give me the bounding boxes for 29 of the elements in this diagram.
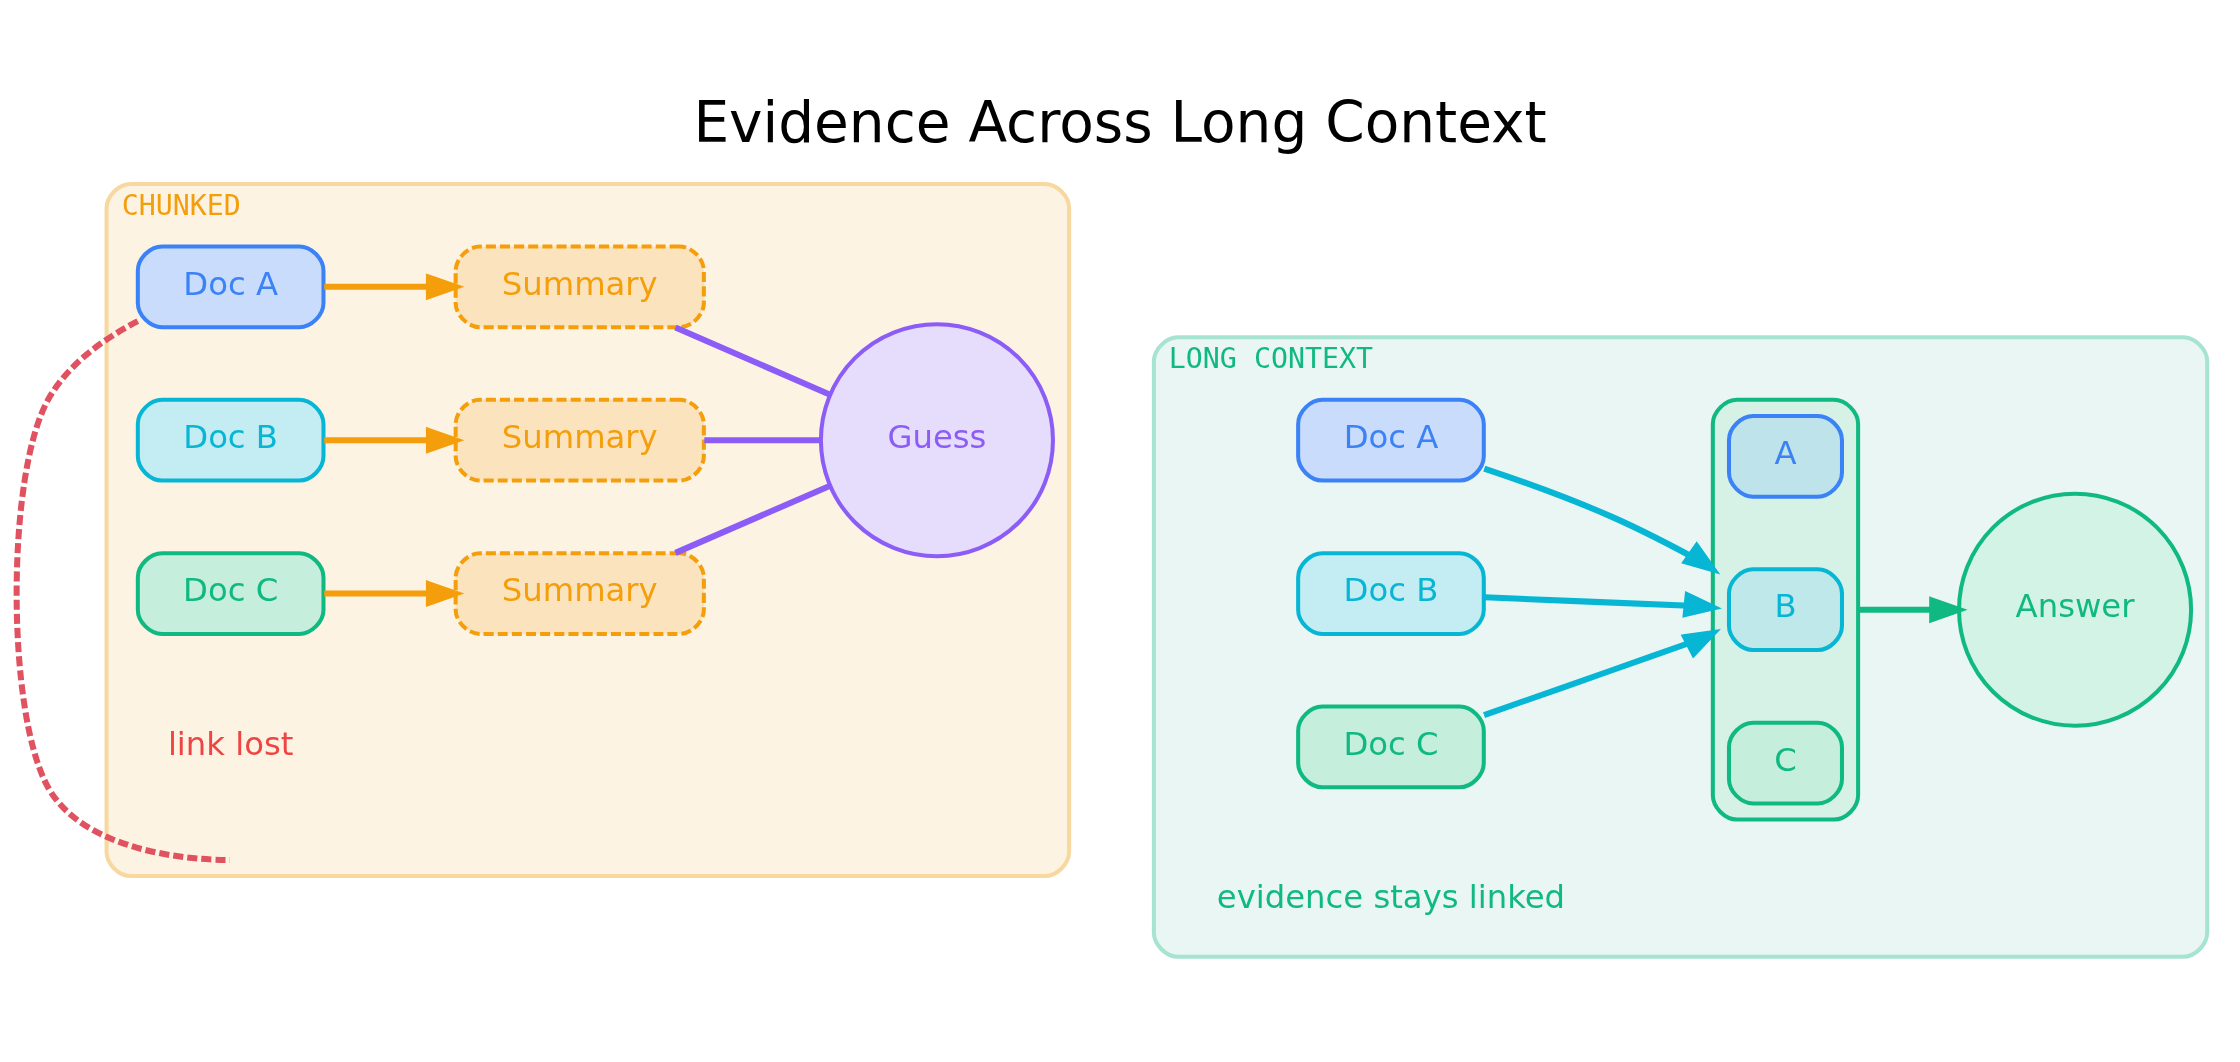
node-box: Doc B [135,397,326,483]
node-box: Doc A [1296,397,1486,483]
node-box: C [1726,720,1844,806]
node-box: Summary [453,551,706,636]
node-circle: Guess [818,322,1055,559]
node-box: Doc C [135,551,326,636]
label: link lost [167,724,294,763]
cluster [1710,397,1861,822]
arrow [1483,465,1721,575]
node-box: A [1726,413,1844,499]
arrow [1858,596,1968,624]
arrow [324,580,465,607]
node-box: Doc B [1296,551,1486,636]
diagram-title: Evidence Across Long Context [693,90,1547,156]
node-circle: Answer [1957,491,2194,728]
connector [674,324,832,398]
connector [674,482,832,556]
node-box: Doc C [1296,704,1486,790]
label: evidence stays linked [1216,877,1566,916]
connector [704,437,821,444]
connector [13,318,230,863]
arrow [1484,591,1722,618]
node-box: Doc A [135,244,326,330]
node-box: B [1726,567,1844,653]
arrow [324,273,465,301]
arrow [324,426,465,454]
node-box: Summary [453,397,706,483]
arrow [1483,628,1721,718]
node-box: Summary [453,244,706,330]
